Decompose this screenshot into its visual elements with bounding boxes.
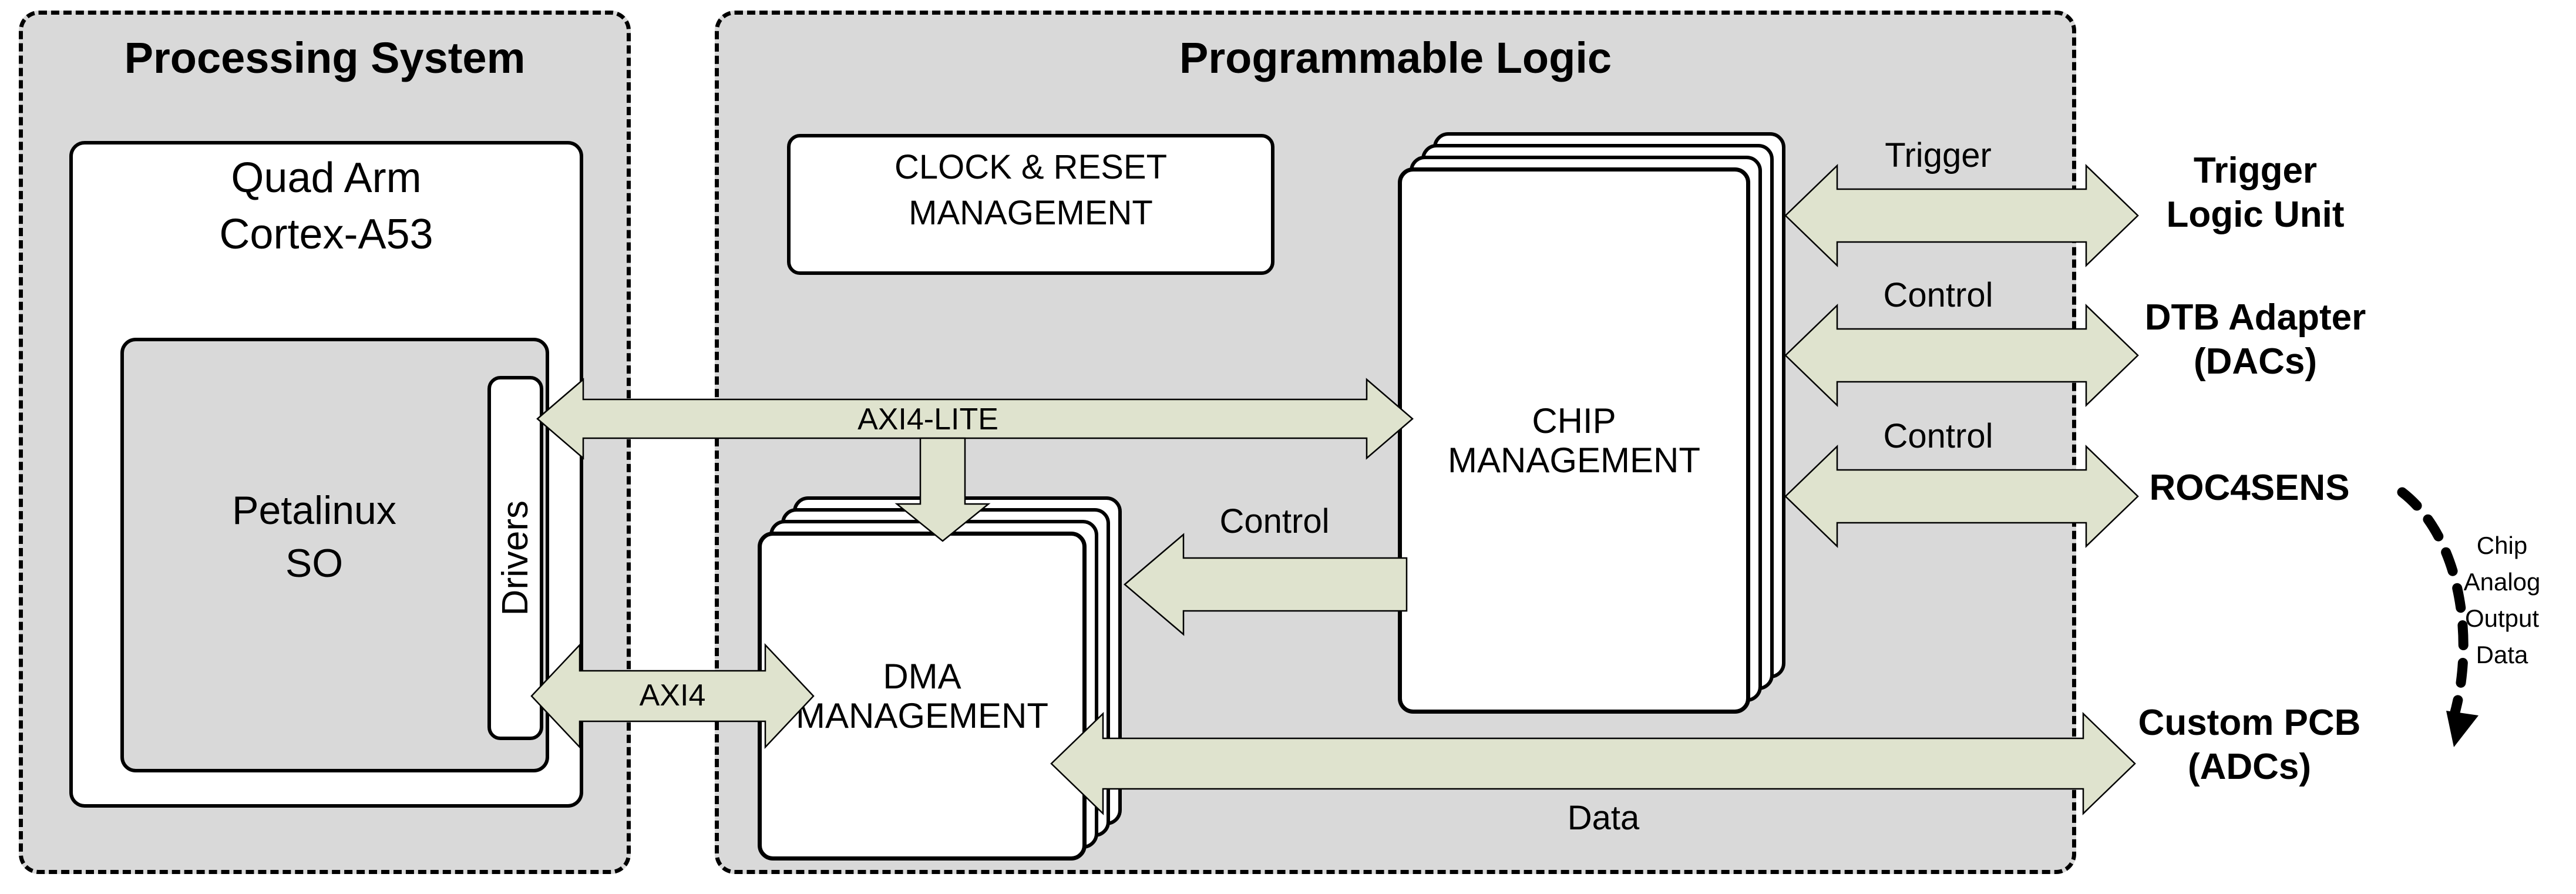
arrow-axi4-lite [536,378,1414,460]
external-custom-pcb-line2: (ADCs) [2187,747,2312,787]
arrow-control-dtb [1784,304,2139,407]
external-dtb-adapter-line2: (DACs) [2193,341,2318,382]
control-chip-to-dma-label: Control [1219,502,1330,540]
arrow-data [1050,712,2136,815]
external-trigger-logic-unit-line2: Logic Unit [2166,194,2345,235]
arrow-control-roc4sens [1784,445,2139,548]
arrow-trigger [1784,164,2139,267]
control-dtb-label: Control [1883,276,1993,314]
external-trigger-logic-unit-line1: Trigger [2193,150,2318,191]
chip-management-line1: CHIP [1532,401,1616,441]
external-roc4sens: ROC4SENS [2149,468,2350,508]
petalinux-label-line2: SO [285,541,344,586]
clock-reset-line2: MANAGEMENT [909,194,1153,232]
block-chip-management-stack: CHIP MANAGEMENT [1398,132,1797,714]
control-roc4sens-label: Control [1883,417,1993,455]
quad-arm-label-line2: Cortex-A53 [219,211,433,258]
external-dtb-adapter-line1: DTB Adapter [2144,297,2366,338]
chip-management-line2: MANAGEMENT [1447,441,1701,480]
arrow-analog-output-path [2397,487,2479,747]
analog-path-annotation-line3: Output [2464,604,2540,632]
block-drivers: Drivers [487,376,543,740]
analog-path-annotation-line2: Analog [2463,568,2541,596]
block-dma-management-stack: DMA MANAGEMENT [758,496,1157,861]
programmable-logic-title: Programmable Logic [1179,33,1612,82]
arrow-axi4-lite-branch [894,437,991,542]
data-label: Data [1567,799,1640,837]
arrow-axi4 [530,643,815,750]
block-clock-reset-management [787,134,1274,275]
chip-management-front: CHIP MANAGEMENT [1398,167,1750,714]
quad-arm-label-line1: Quad Arm [231,154,422,201]
analog-path-annotation-line4: Data [2476,641,2528,668]
external-custom-pcb-line1: Custom PCB [2138,703,2361,743]
drivers-label: Drivers [495,500,536,616]
dma-management-line1: DMA [883,656,961,696]
petalinux-label-line1: Petalinux [232,488,396,533]
arrow-control-chip-to-dma [1124,533,1408,636]
block-petalinux-so [120,338,549,772]
processing-system-title: Processing System [124,33,526,82]
trigger-label: Trigger [1885,136,1992,174]
axi4-lite-label: AXI4-LITE [857,402,998,436]
dma-management-line2: MANAGEMENT [795,696,1049,735]
axi4-label: AXI4 [639,678,706,712]
analog-path-annotation-line1: Chip [2476,532,2528,559]
clock-reset-line1: CLOCK & RESET [894,148,1168,186]
